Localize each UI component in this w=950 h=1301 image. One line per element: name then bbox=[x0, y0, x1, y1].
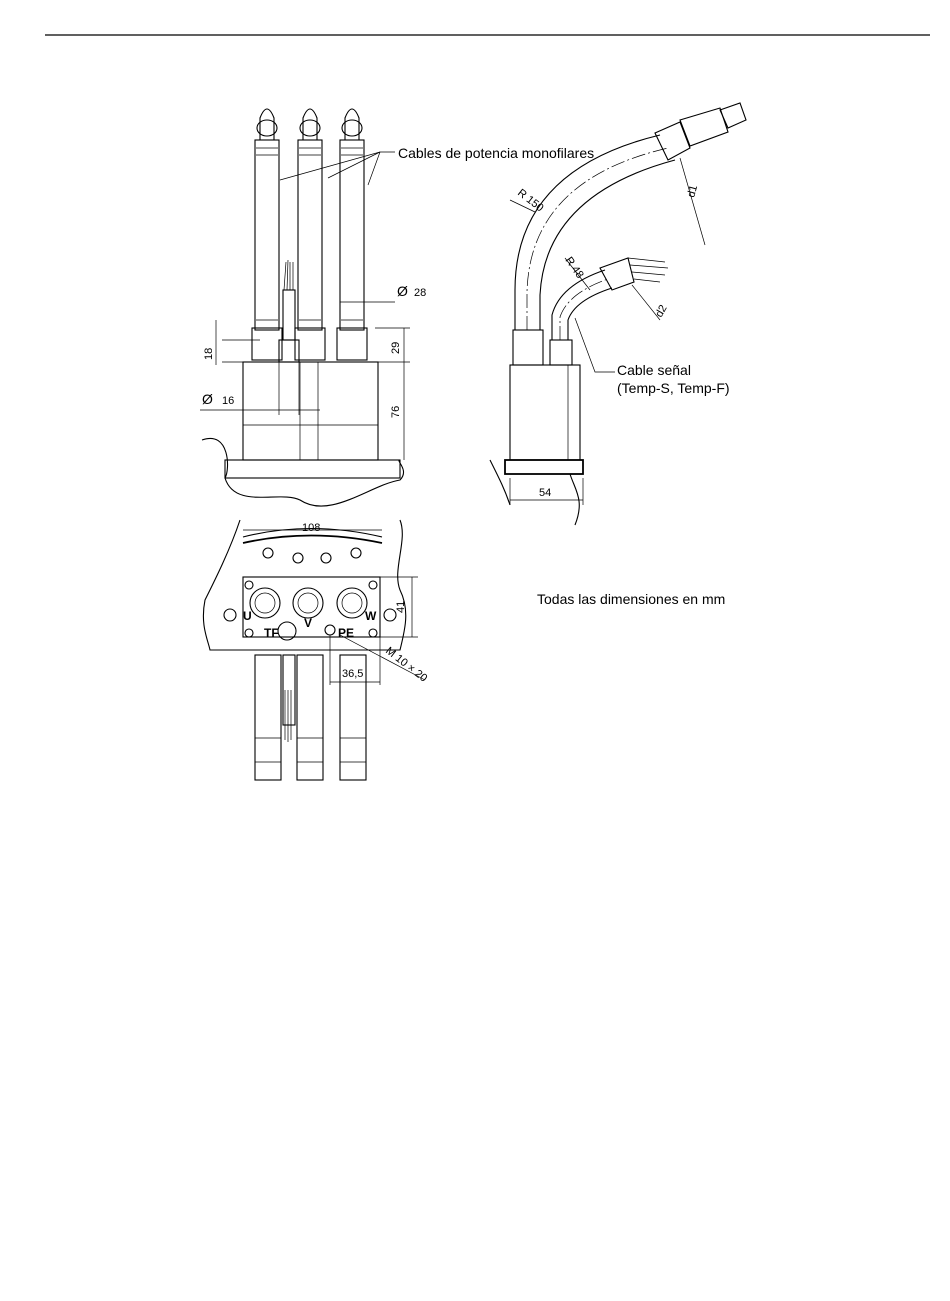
power-cables-callout: Cables de potencia monofilares bbox=[398, 145, 594, 161]
dim-m10x20: M 10 × 20 bbox=[383, 645, 429, 685]
terminal-label-pe: PE bbox=[338, 626, 354, 640]
dim-108: 108 bbox=[302, 522, 320, 534]
dim-d2: d2 bbox=[653, 303, 670, 320]
signal-cable-callout-line2: (Temp-S, Temp-F) bbox=[617, 380, 730, 396]
dim-d1: d1 bbox=[685, 184, 700, 199]
dim-diameter-16: 16 bbox=[222, 395, 234, 407]
units-note: Todas las dimensiones en mm bbox=[537, 591, 725, 607]
dim-76: 76 bbox=[390, 406, 402, 418]
dim-diameter-28: 28 bbox=[414, 287, 426, 299]
terminal-label-u: U bbox=[243, 609, 252, 623]
dim-29: 29 bbox=[390, 342, 402, 354]
power-cable-1 bbox=[252, 109, 282, 360]
motor-housing bbox=[243, 362, 378, 460]
terminal-label-w: W bbox=[365, 609, 377, 623]
diameter-symbol-16: Ø bbox=[202, 391, 213, 407]
dim-18: 18 bbox=[203, 348, 215, 360]
motor-flange bbox=[225, 460, 400, 478]
power-cable-2 bbox=[295, 109, 325, 360]
front-view bbox=[200, 109, 410, 506]
diameter-symbol-28: Ø bbox=[397, 283, 408, 299]
dim-41: 41 bbox=[395, 601, 407, 613]
terminal-label-v: V bbox=[304, 616, 312, 630]
terminal-label-tf: TF bbox=[264, 626, 279, 640]
power-cable-3 bbox=[337, 109, 367, 360]
side-view bbox=[490, 103, 746, 525]
dim-r48: R 48 bbox=[563, 255, 586, 281]
dim-36-5: 36,5 bbox=[342, 668, 363, 680]
signal-cable-callout-line1: Cable señal bbox=[617, 362, 691, 378]
dim-r150: R 150 bbox=[515, 187, 546, 215]
dim-54: 54 bbox=[539, 487, 551, 499]
